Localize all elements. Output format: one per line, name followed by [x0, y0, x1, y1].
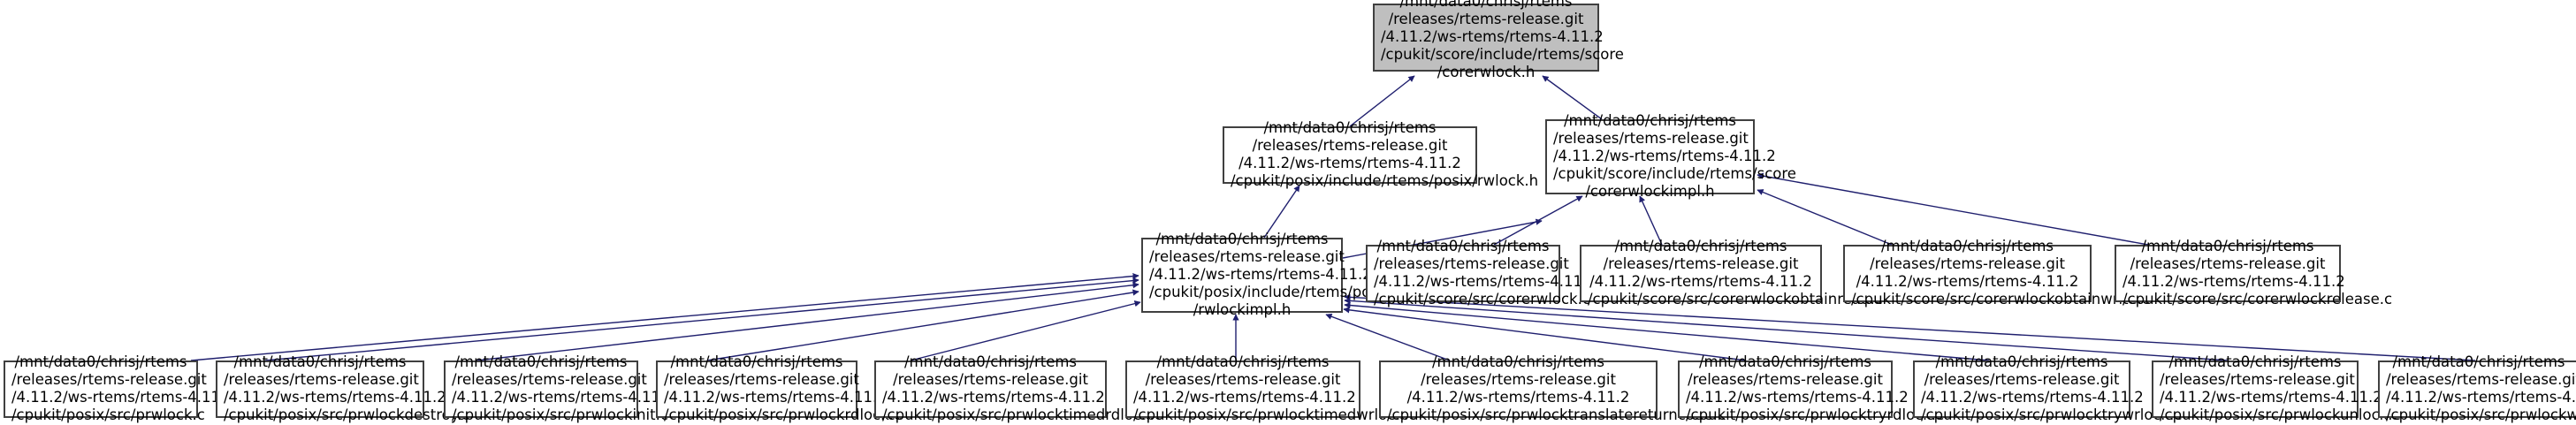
- graph-node-corerwlockrelease-c[interactable]: /mnt/data0/chrisj/rtems /releases/rtems-…: [2115, 238, 2392, 307]
- graph-node-label: /mnt/data0/chrisj/rtems /releases/rtems-…: [11, 353, 234, 423]
- graph-node-label: /mnt/data0/chrisj/rtems /releases/rtems-…: [1387, 353, 1726, 423]
- graph-node-prwlockinit-c[interactable]: /mnt/data0/chrisj/rtems /releases/rtems-…: [444, 353, 674, 423]
- graph-node-prwlocktryrdlock-c[interactable]: /mnt/data0/chrisj/rtems /releases/rtems-…: [1678, 353, 1944, 423]
- graph-node-label: /mnt/data0/chrisj/rtems /releases/rtems-…: [1851, 238, 2151, 307]
- graph-node-prwlockrdlock-c[interactable]: /mnt/data0/chrisj/rtems /releases/rtems-…: [656, 353, 902, 423]
- graph-edge: [910, 300, 1141, 361]
- graph-node-label: /mnt/data0/chrisj/rtems /releases/rtems-…: [2123, 238, 2393, 307]
- graph-node-prwlockdestroy-c[interactable]: /mnt/data0/chrisj/rtems /releases/rtems-…: [216, 353, 469, 423]
- graph-node-label: /mnt/data0/chrisj/rtems /releases/rtems-…: [1231, 119, 1539, 189]
- graph-node-label: /mnt/data0/chrisj/rtems /releases/rtems-…: [1686, 353, 1945, 423]
- graph-node-score-corerwlock-c[interactable]: /mnt/data0/chrisj/rtems /releases/rtems-…: [1366, 238, 1597, 307]
- graph-node-label: /mnt/data0/chrisj/rtems /releases/rtems-…: [2386, 353, 2576, 423]
- graph-node-corerwlock-h[interactable]: /mnt/data0/chrisj/rtems /releases/rtems-…: [1373, 0, 1624, 80]
- graph-node-prwlockunlock-c[interactable]: /mnt/data0/chrisj/rtems /releases/rtems-…: [2152, 353, 2401, 423]
- graph-node-posix-rwlock-h[interactable]: /mnt/data0/chrisj/rtems /releases/rtems-…: [1223, 119, 1538, 189]
- graph-edge: [706, 289, 1139, 361]
- graph-node-label: /mnt/data0/chrisj/rtems /releases/rtems-…: [452, 353, 674, 423]
- graph-node-prwlocktranslatereturncode-c[interactable]: /mnt/data0/chrisj/rtems /releases/rtems-…: [1379, 353, 1726, 423]
- graph-edge: [1344, 301, 1990, 361]
- graph-node-prwlocktrywrlock-c[interactable]: /mnt/data0/chrisj/rtems /releases/rtems-…: [1913, 353, 2182, 423]
- graph-node-posix-rwlockimpl-h[interactable]: /mnt/data0/chrisj/rtems /releases/rtems-…: [1141, 231, 1391, 318]
- graph-node-prwlocktimedrdlock-c[interactable]: /mnt/data0/chrisj/rtems /releases/rtems-…: [874, 353, 1162, 423]
- graph-node-label: /mnt/data0/chrisj/rtems /releases/rtems-…: [1374, 238, 1597, 307]
- graph-node-corerwlockobtainwrite-c[interactable]: /mnt/data0/chrisj/rtems /releases/rtems-…: [1843, 238, 2150, 307]
- graph-node-label: /mnt/data0/chrisj/rtems /releases/rtems-…: [882, 353, 1162, 423]
- graph-edge: [1757, 172, 2149, 246]
- graph-edge: [264, 277, 1139, 361]
- graph-node-corerwlockimpl-h[interactable]: /mnt/data0/chrisj/rtems /releases/rtems-…: [1545, 112, 1796, 200]
- graph-node-label: /mnt/data0/chrisj/rtems /releases/rtems-…: [224, 353, 470, 423]
- graph-node-label: /mnt/data0/chrisj/rtems /releases/rtems-…: [1921, 353, 2183, 423]
- graph-node-label: /mnt/data0/chrisj/rtems /releases/rtems-…: [1381, 0, 1624, 80]
- graph-edge: [476, 282, 1139, 361]
- graph-node-corerwlockobtainread-c[interactable]: /mnt/data0/chrisj/rtems /releases/rtems-…: [1580, 238, 1883, 307]
- graph-edge: [1757, 189, 1893, 246]
- graph-node-label: /mnt/data0/chrisj/rtems /releases/rtems-…: [1133, 353, 1417, 423]
- graph-node-label: /mnt/data0/chrisj/rtems /releases/rtems-…: [1553, 112, 1796, 200]
- graph-node-prwlock-c[interactable]: /mnt/data0/chrisj/rtems /releases/rtems-…: [4, 353, 234, 423]
- graph-edge: [1344, 297, 2229, 361]
- graph-node-label: /mnt/data0/chrisj/rtems /releases/rtems-…: [1149, 231, 1391, 318]
- graph-node-label: /mnt/data0/chrisj/rtems /releases/rtems-…: [1588, 238, 1883, 307]
- graph-node-prwlocktimedwrlock-c[interactable]: /mnt/data0/chrisj/rtems /releases/rtems-…: [1125, 353, 1416, 423]
- graph-node-prwlockwrlock-c[interactable]: /mnt/data0/chrisj/rtems /releases/rtems-…: [2378, 353, 2576, 423]
- graph-node-label: /mnt/data0/chrisj/rtems /releases/rtems-…: [664, 353, 903, 423]
- graph-node-label: /mnt/data0/chrisj/rtems /releases/rtems-…: [2160, 353, 2401, 423]
- graph-edge: [190, 272, 1139, 361]
